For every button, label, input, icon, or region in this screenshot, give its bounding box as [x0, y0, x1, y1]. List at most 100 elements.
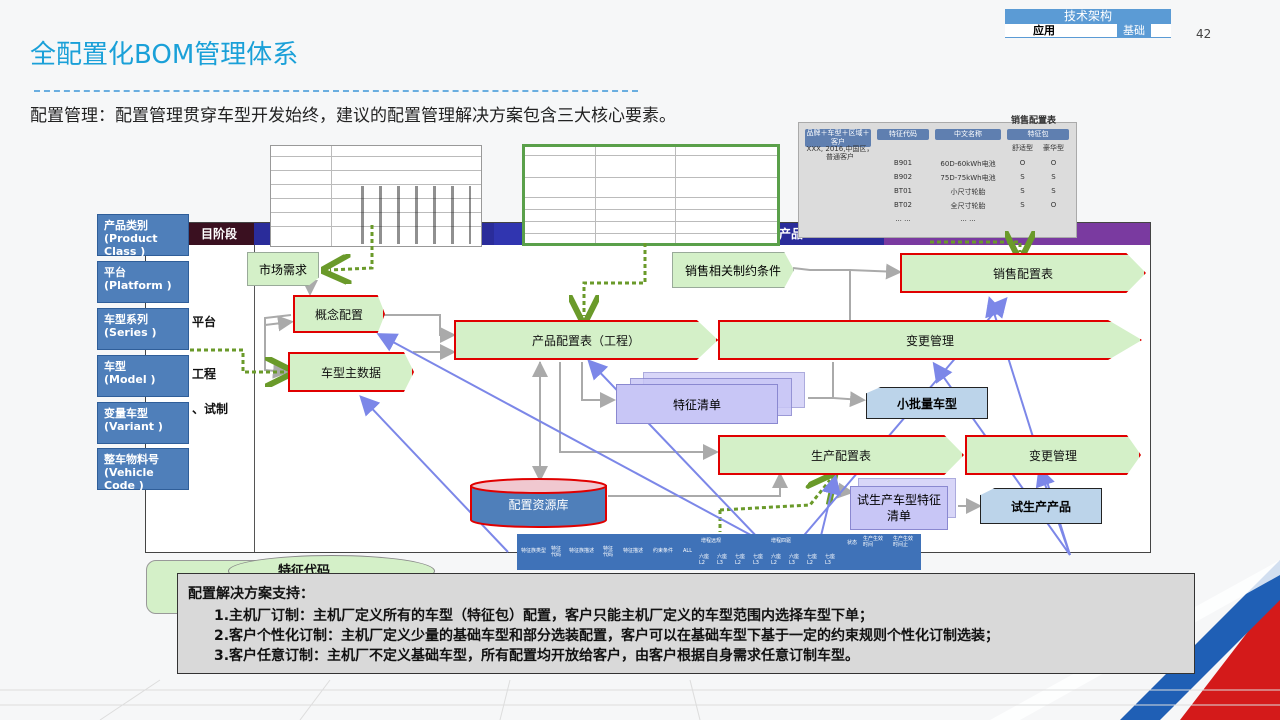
- solution-item-1: 1.主机厂订制：主机厂定义所有的车型（特征包）配置，客户只能主机厂定义的车型范围…: [214, 608, 874, 624]
- solution-item-3: 3.客户任意订制：主机厂不定义基础车型，所有配置均开放给客户，由客户根据自身需求…: [214, 648, 860, 664]
- config-matrix-thumbnail: [522, 144, 780, 246]
- info-col: 特征族描述: [569, 548, 595, 554]
- tag-application: 应用: [1033, 24, 1055, 37]
- trial-product-node[interactable]: 试生产产品: [980, 488, 1102, 524]
- sales-group: XXX, 2016,中国区，普通客户: [806, 145, 874, 161]
- title-divider: [34, 90, 638, 92]
- page-subtitle: 配置管理：配置管理贯穿车型开发始终，建议的配置管理解决方案包含三大核心要素。: [30, 106, 676, 126]
- solution-heading: 配置解决方案支持：: [188, 586, 314, 602]
- sidebar-product-class[interactable]: 产品类别(Product Class ): [97, 214, 189, 258]
- sales-sub-comfort: 舒适型: [1012, 144, 1033, 152]
- solution-box: 配置解决方案支持： 1.主机厂订制：主机厂定义所有的车型（特征包）配置，客户只能…: [177, 573, 1195, 674]
- info-sub: 六座 L2: [771, 554, 782, 566]
- sales-cell: ... ...: [895, 215, 911, 223]
- info-col: 特征族类型: [521, 548, 547, 554]
- page-number: 42: [1196, 27, 1212, 41]
- production-config-node[interactable]: 生产配置表: [718, 435, 964, 475]
- info-col: 生产生效时间止: [893, 536, 914, 548]
- concept-config-node[interactable]: 概念配置: [293, 295, 385, 333]
- sidebar-sublabel: (Vehicle Code ): [104, 466, 154, 492]
- sales-col-name: 中文名称: [935, 129, 1001, 140]
- config-database-label[interactable]: 配置资源库: [508, 498, 569, 512]
- info-col: ALL: [683, 548, 692, 554]
- sales-cell: S: [1020, 201, 1025, 209]
- feature-matrix-thumbnail: [270, 145, 482, 247]
- sidebar-label: 平台: [104, 266, 126, 279]
- trial-feature-list-node[interactable]: 试生产车型特征清单: [850, 486, 948, 530]
- sales-sub-luxury: 豪华型: [1043, 144, 1064, 152]
- sales-config-table: 销售配置表 品牌＋车型＋区域＋客户 特征代码 中文名称 特征包 舒适型 豪华型 …: [798, 116, 1077, 238]
- sales-col-code: 特征代码: [877, 129, 929, 140]
- vehicle-master-data-node[interactable]: 车型主数据: [288, 352, 414, 392]
- sales-col-brand: 品牌＋车型＋区域＋客户: [805, 129, 871, 147]
- tag-foundation: 基础: [1117, 24, 1151, 37]
- sales-cell: BT02: [894, 201, 912, 209]
- sales-cell: ... ...: [960, 215, 976, 223]
- sidebar-label: 整车物料号: [104, 453, 159, 466]
- info-col: 约束条件: [653, 548, 674, 554]
- sales-cell: O: [1050, 159, 1057, 167]
- row-label-platform: 平台: [192, 315, 217, 329]
- section-tag-title: 技术架构: [1005, 9, 1171, 24]
- sales-cell: O: [1050, 201, 1057, 209]
- info-sub: 六座 L2: [699, 554, 710, 566]
- solution-item-2: 2.客户个性化订制：主机厂定义少量的基础车型和部分选装配置，客户可以在基础车型下…: [214, 628, 1000, 644]
- sales-cell: 60D-60kWh电池: [940, 160, 996, 168]
- info-col: 生产生效时间: [863, 536, 884, 548]
- sales-cell: S: [1051, 187, 1056, 195]
- page-title: 全配置化BOM管理体系: [30, 40, 299, 70]
- sidebar-sublabel: (Platform ): [104, 279, 172, 292]
- change-management-2-node[interactable]: 变更管理: [965, 435, 1141, 475]
- board-column-divider: [254, 245, 255, 552]
- sidebar-label: 变量车型: [104, 407, 148, 420]
- info-col: 增程远规: [701, 538, 722, 544]
- row-label-engineering: 工程: [192, 367, 217, 381]
- market-demand-node[interactable]: 市场需求: [247, 252, 319, 286]
- sales-col-pack: 特征包: [1007, 129, 1069, 140]
- sales-cell: 小尺寸轮胎: [950, 188, 986, 196]
- sidebar-variant[interactable]: 变量车型(Variant ): [97, 402, 189, 444]
- info-col: 状态: [847, 540, 858, 546]
- sidebar-sublabel: (Variant ): [104, 420, 163, 433]
- info-col: 特征代码: [551, 546, 562, 558]
- change-management-node[interactable]: 变更管理: [718, 320, 1142, 360]
- info-sub: 六座 L3: [717, 554, 728, 566]
- sidebar-model[interactable]: 车型(Model ): [97, 355, 189, 397]
- sidebar-sublabel: (Model ): [104, 373, 156, 386]
- sidebar-vehicle-code[interactable]: 整车物料号(Vehicle Code ): [97, 448, 189, 492]
- section-tag-tabs: 应用 基础: [1005, 24, 1171, 38]
- info-sub: 七座 L3: [825, 554, 836, 566]
- feature-code-table: 特征族类型 特征代码 特征族描述 特征代码 特征描述 约束条件 ALL 增程远规…: [517, 534, 921, 570]
- sidebar-label: 车型: [104, 360, 126, 373]
- sidebar-series[interactable]: 车型系列(Series ): [97, 308, 189, 350]
- sales-cell: 75D-75kWh电池: [940, 174, 996, 182]
- info-col: 特征描述: [623, 548, 644, 554]
- info-sub: 七座 L3: [753, 554, 764, 566]
- sales-cell: S: [1020, 173, 1025, 181]
- sales-table-caption: 销售配置表: [1011, 116, 1057, 126]
- sales-cell: S: [1020, 187, 1025, 195]
- sidebar-label: 产品类别: [104, 219, 148, 232]
- section-tag: 技术架构 应用 基础: [1005, 9, 1171, 38]
- sales-constraints-node[interactable]: 销售相关制约条件: [672, 252, 794, 288]
- info-sub: 六座 L3: [789, 554, 800, 566]
- sales-cell: 全尺寸轮胎: [950, 202, 986, 210]
- sales-cell: S: [1051, 173, 1056, 181]
- sidebar-sublabel: (Series ): [104, 326, 157, 339]
- sidebar-platform[interactable]: 平台(Platform ): [97, 261, 189, 303]
- sales-config-node[interactable]: 销售配置表: [900, 253, 1146, 293]
- small-batch-vehicle-node[interactable]: 小批量车型: [866, 387, 988, 419]
- sidebar-label: 车型系列: [104, 313, 148, 326]
- sales-cell: BT01: [894, 187, 912, 195]
- sales-cell: B901: [893, 159, 913, 167]
- feature-list-node[interactable]: 特征清单: [616, 384, 778, 424]
- sales-cell: B902: [893, 173, 913, 181]
- sales-cell: O: [1019, 159, 1026, 167]
- info-sub: 七座 L2: [807, 554, 818, 566]
- product-config-engineering-node[interactable]: 产品配置表（工程）: [454, 320, 718, 360]
- config-database-shape: [470, 478, 607, 528]
- info-sub: 七座 L2: [735, 554, 746, 566]
- row-label-trial: 、试制: [192, 402, 229, 416]
- info-col: 增程四驱: [771, 538, 792, 544]
